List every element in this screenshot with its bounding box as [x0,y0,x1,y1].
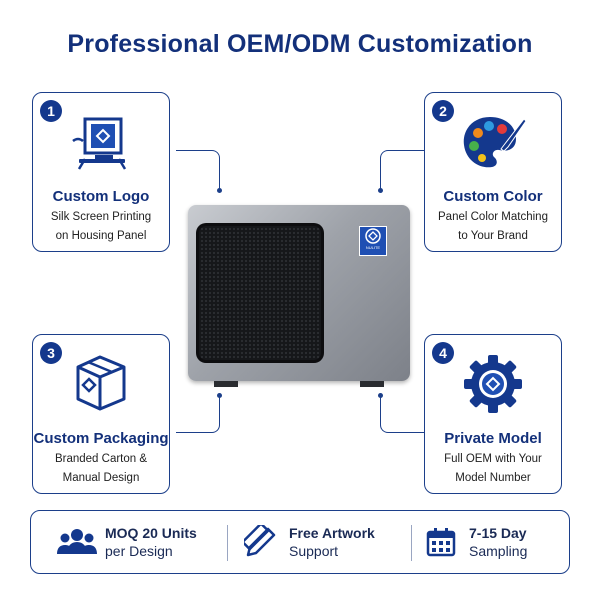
benefit-subtitle: per Design [105,543,173,559]
connector-line [176,150,220,191]
gear-icon [425,351,561,417]
benefit-title: MOQ 20 Units [105,525,197,541]
card-description: Panel Color Matching to Your Brand [425,208,561,246]
logo-mark-icon [365,228,381,244]
card-desc-line: Full OEM with Your [444,453,542,465]
card-title: Private Model [444,430,542,447]
step-badge: 3 [40,342,62,364]
box-icon [33,351,169,415]
connector-dot [378,393,383,398]
page-title: Professional OEM/ODM Customization [67,30,533,58]
card-desc-line: Branded Carton & [54,453,148,465]
connector-dot [217,188,222,193]
calendar-icon [419,520,463,564]
benefit-title: 7-15 Day [469,525,527,541]
card-title: Custom Color [443,188,543,205]
card-desc-line: Panel Color Matching [438,211,548,223]
benefit-artwork: Free Artwork Support [239,511,375,573]
card-description: Full OEM with Your Model Number [425,450,561,488]
card-description: Silk Screen Printing on Housing Panel [33,208,169,246]
palette-icon [425,111,561,175]
design-tools-icon [239,520,283,564]
feature-card-custom-color: 2 Custom Color Panel Color Matching to Y… [424,92,562,252]
connector-line [380,395,425,433]
feature-card-custom-logo: 1 Custom Logo Silk Screen Printing on Ho… [32,92,170,252]
connector-dot [378,188,383,193]
benefit-sampling: 7-15 Day Sampling [419,511,527,573]
card-desc-line: to Your Brand [458,230,528,242]
connector-line [176,395,220,433]
feature-card-private-model: 4 Private Model Full OEM with Your Model… [424,334,562,494]
card-title: Custom Logo [52,188,150,205]
card-desc-line: on Housing Panel [55,230,147,242]
connector-dot [217,393,222,398]
brand-label: NULITE [365,245,381,250]
card-title: Custom Packaging [33,430,169,447]
benefit-subtitle: Sampling [469,543,528,559]
brand-logo: NULITE [359,226,387,256]
step-badge: 4 [432,342,454,364]
card-desc-line: Manual Design [62,472,140,484]
fan-grille [196,223,324,363]
card-desc-line: Silk Screen Printing [50,211,152,223]
benefit-moq: MOQ 20 Units per Design [55,511,197,573]
feature-card-custom-packaging: 3 Custom Packaging Branded Carton & Manu… [32,334,170,494]
unit-foot [360,381,384,387]
users-icon [55,520,99,564]
card-description: Branded Carton & Manual Design [33,450,169,488]
step-badge: 1 [40,100,62,122]
monitor-logo-icon [33,111,169,175]
connector-line [380,150,425,191]
benefits-bar: MOQ 20 Units per Design Free Artwork Sup… [30,510,570,574]
divider [411,525,412,561]
step-badge: 2 [432,100,454,122]
card-desc-line: Model Number [455,472,531,484]
benefit-title: Free Artwork [289,525,375,541]
divider [227,525,228,561]
unit-foot [214,381,238,387]
benefit-subtitle: Support [289,543,339,559]
